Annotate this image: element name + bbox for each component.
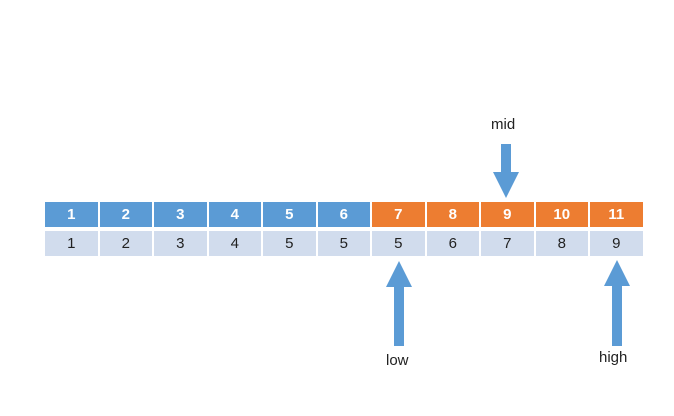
- index-cell: 3: [154, 202, 207, 227]
- value-cell: 5: [317, 231, 370, 256]
- index-cell: 5: [263, 202, 316, 227]
- value-cell: 4: [208, 231, 261, 256]
- index-cell: 10: [535, 202, 588, 227]
- value-cell: 9: [590, 231, 643, 256]
- high-arrow-icon: [604, 260, 630, 346]
- index-cell: 1: [45, 202, 98, 227]
- mid-arrow-icon: [493, 144, 519, 198]
- value-cell: 2: [99, 231, 152, 256]
- index-cell: 11: [590, 202, 643, 227]
- index-cell: 8: [426, 202, 479, 227]
- value-row: 1 2 3 4 5 5 5 6 7 8 9: [45, 231, 643, 256]
- low-arrow-icon: [386, 261, 412, 346]
- index-cell: 2: [99, 202, 152, 227]
- low-label: low: [386, 352, 409, 369]
- high-label: high: [599, 349, 628, 366]
- value-cell: 7: [481, 231, 534, 256]
- value-cell: 1: [45, 231, 98, 256]
- mid-label: mid: [491, 116, 516, 133]
- value-cell: 3: [154, 231, 207, 256]
- index-row: 1 2 3 4 5 6 7 8 9 10 11: [45, 202, 643, 227]
- value-cell: 5: [372, 231, 425, 256]
- value-cell: 8: [535, 231, 588, 256]
- index-cell: 9: [481, 202, 534, 227]
- index-cell: 4: [208, 202, 261, 227]
- index-cell: 7: [372, 202, 425, 227]
- index-cell: 6: [317, 202, 370, 227]
- value-cell: 5: [263, 231, 316, 256]
- value-cell: 6: [426, 231, 479, 256]
